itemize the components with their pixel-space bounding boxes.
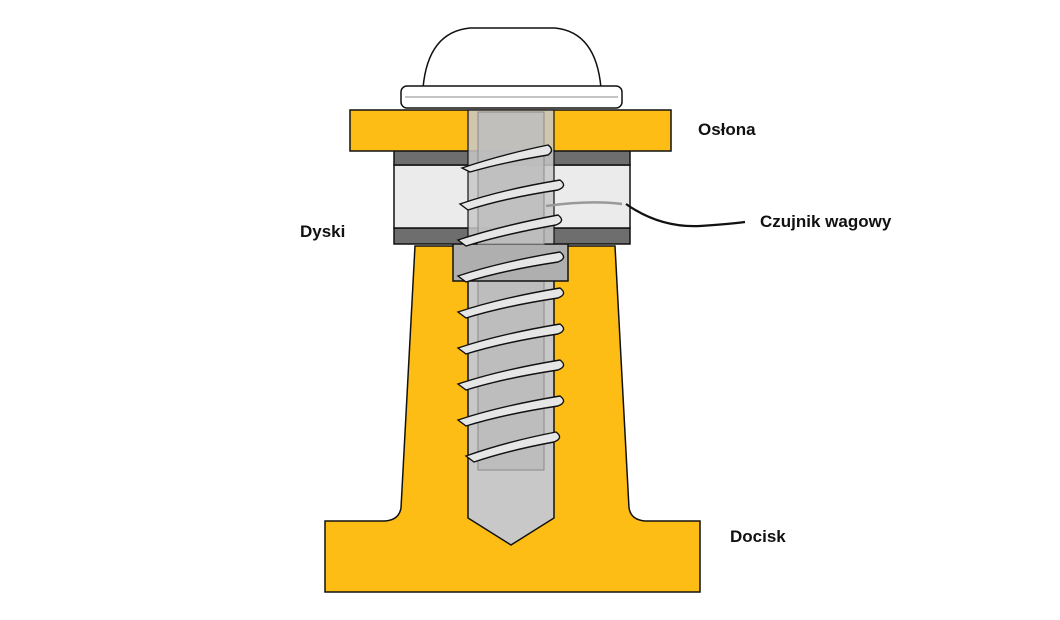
screw-threads xyxy=(456,144,565,463)
cap-dome xyxy=(422,27,602,89)
clamp-label: Docisk xyxy=(730,527,786,546)
shield-label: Osłona xyxy=(698,120,756,139)
sensor-wire xyxy=(625,203,746,228)
sensor-wire-inner xyxy=(545,201,623,208)
load-sensor-label: Czujnik wagowy xyxy=(760,212,892,231)
disks-label: Dyski xyxy=(300,222,346,241)
